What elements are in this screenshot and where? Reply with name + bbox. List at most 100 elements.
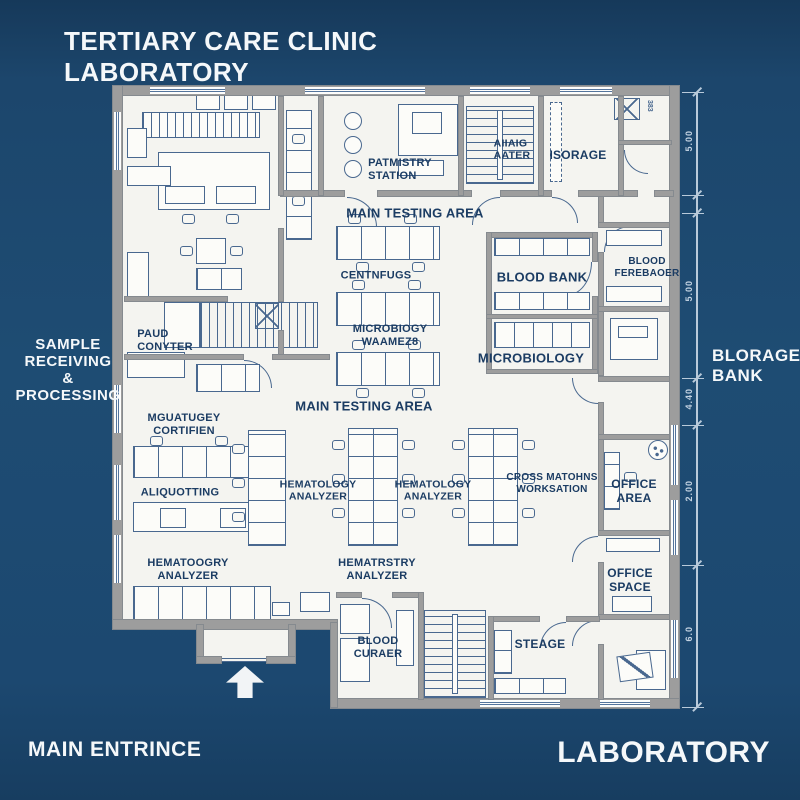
- refrigerator-counter: [606, 286, 662, 302]
- dimension-ext: [682, 92, 704, 93]
- chair: [402, 474, 415, 484]
- analyzer-island: [248, 430, 286, 546]
- chair: [348, 214, 361, 224]
- chair: [522, 474, 535, 484]
- wall: [592, 232, 598, 262]
- blood-bank-cabinets: [494, 238, 590, 256]
- window: [114, 385, 121, 433]
- storage-counter: [494, 678, 566, 694]
- plant-icon: [648, 440, 668, 460]
- analyzer-unit: [160, 508, 186, 528]
- dimension-ext: [682, 195, 704, 196]
- chair: [332, 508, 345, 518]
- room-label-steage: STEAGE: [514, 636, 566, 651]
- wall: [654, 190, 674, 197]
- chair: [624, 472, 637, 482]
- chair: [356, 262, 369, 272]
- wall-bottom-wing-left: [330, 622, 338, 708]
- wall-blood-bank: [486, 232, 598, 238]
- chair: [404, 214, 417, 224]
- blood-fridge: [340, 604, 370, 634]
- microbiology-equipment: [494, 322, 590, 348]
- cabinet: [396, 610, 414, 666]
- label-blorage-bank: BLORAGE BANK: [712, 346, 800, 385]
- small-table: [196, 238, 226, 264]
- wall: [488, 616, 540, 622]
- window: [470, 87, 530, 94]
- chair: [452, 474, 465, 484]
- wall: [486, 232, 492, 374]
- title-line2: LABORATORY: [64, 57, 250, 88]
- wall: [377, 190, 472, 197]
- chair: [226, 214, 239, 224]
- wall: [418, 592, 424, 700]
- analyzer-island: [348, 428, 398, 546]
- label-laboratory: LABORATORY: [557, 736, 770, 769]
- room-label-blood-ferebaoer: BLOOD FEREBAOER: [614, 256, 680, 279]
- lab-bench: [336, 352, 440, 386]
- drafting-board: [616, 651, 654, 683]
- wall: [566, 616, 600, 622]
- wall: [598, 530, 670, 536]
- window: [150, 87, 225, 94]
- wall: [578, 190, 638, 197]
- wall: [280, 190, 345, 197]
- room-label-blood-bank: BLOOD BANK: [496, 269, 588, 285]
- wall: [598, 222, 670, 228]
- dimension-value: 4.40: [684, 388, 694, 410]
- lab-bench: [336, 226, 440, 260]
- wall: [618, 96, 624, 196]
- office-desk: [604, 452, 620, 510]
- carousel: [344, 136, 362, 154]
- room-label-blood-curaer: BLOOD CURAER: [353, 635, 403, 660]
- cabinet: [127, 128, 147, 158]
- window: [671, 500, 678, 555]
- wall: [318, 96, 324, 196]
- chair: [402, 508, 415, 518]
- wall-vestibule-stub-right: [266, 656, 296, 664]
- window: [671, 425, 678, 485]
- window: [114, 112, 121, 170]
- wall: [598, 402, 604, 536]
- stair-landing: [164, 302, 200, 348]
- room-label-main-testing-area-2: MAIN TESTING AREA: [295, 398, 433, 414]
- chair: [452, 440, 465, 450]
- dim-note: 383: [646, 100, 653, 112]
- chair: [356, 388, 369, 398]
- wall: [598, 614, 670, 620]
- stair-rail: [497, 110, 503, 180]
- window: [480, 700, 560, 707]
- wall: [278, 96, 284, 196]
- blood-fridge: [340, 638, 370, 682]
- pass-counter: [196, 364, 260, 392]
- chair: [292, 134, 305, 144]
- wall: [272, 354, 330, 360]
- wall: [278, 228, 284, 302]
- dimension-value: 5.00: [684, 280, 694, 302]
- title-line1: TERTIARY CARE CLINIC: [64, 26, 378, 56]
- wall: [278, 330, 284, 360]
- equipment: [618, 326, 648, 338]
- wall: [458, 96, 464, 196]
- dimension-ext: [682, 707, 704, 708]
- entrance-threshold: [222, 658, 266, 662]
- room-label-microbiology: MICROBIOLOGY: [477, 350, 585, 366]
- chair: [150, 436, 163, 446]
- entrance-arrow-icon: [226, 666, 264, 698]
- chair: [402, 440, 415, 450]
- dimension-ext: [682, 378, 704, 379]
- wall: [598, 644, 604, 700]
- appliance: [300, 592, 330, 612]
- window: [114, 465, 121, 520]
- wall-vestibule-left: [196, 624, 204, 662]
- room-label-hematrstry-analyzer: HEMATRSTRY ANALYZER: [338, 557, 416, 582]
- chair: [412, 388, 425, 398]
- dimension-value: 2.00: [684, 480, 694, 502]
- briefcase: [272, 602, 290, 616]
- room-label-microbiogy-waamez8: MICROBIOGY WAAMEZ8: [352, 323, 428, 348]
- wall-vestibule-stub-left: [196, 656, 222, 664]
- room-label-hematology-analyzer-1: HEMATOLOGY ANALYZER: [279, 478, 357, 503]
- cabinet: [127, 252, 149, 298]
- blood-bank-cabinets: [494, 292, 590, 310]
